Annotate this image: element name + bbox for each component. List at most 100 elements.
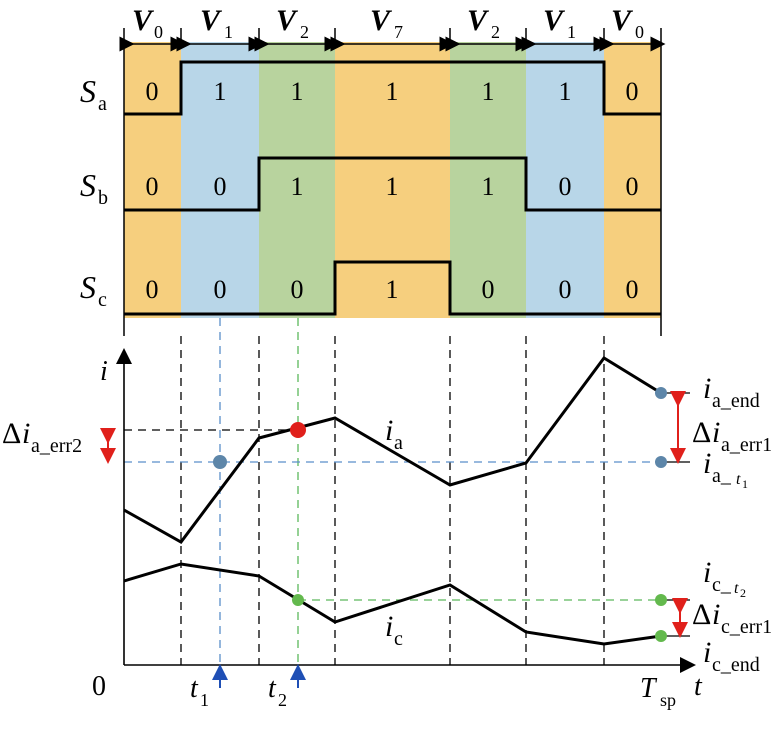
switch-bits: 0 1 1 1 1 1 0 0 0 1 1 1 0 0 0 0 0 1 0 0 … — [146, 77, 639, 304]
vector-sub: 2 — [300, 22, 309, 42]
delta-ia-err2-label: Δ i a_err2 — [2, 417, 82, 457]
markers — [213, 387, 667, 642]
waveform-sa — [124, 60, 661, 116]
ia-t1-end-marker — [655, 456, 667, 468]
svg-text:c: c — [394, 628, 403, 650]
svg-text:a_err2: a_err2 — [31, 435, 82, 457]
svg-text:2: 2 — [278, 690, 287, 710]
vector-header-3: V 7 — [370, 4, 403, 42]
svg-text:Δ: Δ — [2, 417, 21, 450]
ic-t2-end-marker — [655, 594, 667, 606]
svg-text:i: i — [22, 417, 30, 450]
svg-text:0: 0 — [626, 275, 639, 304]
ic-end-label: i c_end — [703, 636, 760, 676]
svg-text:i: i — [703, 447, 711, 480]
vector-name: V — [132, 4, 155, 37]
svg-text:sp: sp — [660, 690, 676, 710]
segment-bg-3 — [335, 42, 450, 318]
segment-bg-6 — [604, 42, 661, 318]
svg-text:0: 0 — [626, 77, 639, 106]
t1-label: t 1 — [190, 673, 209, 710]
x-axis-label: t — [694, 671, 703, 702]
segment-bg-0 — [124, 42, 181, 318]
segment-bg-4 — [450, 42, 526, 318]
ic-t2-marker — [292, 594, 304, 606]
waveform-sc — [124, 260, 661, 316]
ia-t1-label: i a_ t 1 — [703, 447, 748, 491]
svg-text:a_err1: a_err1 — [721, 434, 772, 456]
svg-text:1: 1 — [482, 77, 495, 106]
svg-text:1: 1 — [291, 77, 304, 106]
vector-headers: V 0 V 1 V 2 V 7 V 2 V 1 V 0 — [132, 4, 644, 42]
y-axis-label: i — [100, 356, 108, 387]
ia-peak-marker — [290, 422, 306, 438]
segment-bg-5 — [526, 42, 604, 318]
svg-text:c: c — [98, 289, 107, 311]
switch-label-b: S b — [80, 167, 108, 209]
svg-text:0: 0 — [214, 275, 227, 304]
svg-text:1: 1 — [200, 690, 209, 710]
ic-t2-label: i c_ t 2 — [703, 556, 746, 600]
ia-curve — [123, 356, 662, 544]
current-curves — [123, 356, 662, 646]
svg-text:1: 1 — [742, 477, 748, 491]
vector-header-0: V 0 — [132, 4, 163, 42]
svg-text:a_: a_ — [712, 465, 732, 487]
switch-labels: S a S b S c — [80, 73, 108, 311]
svg-text:0: 0 — [559, 172, 572, 201]
vector-header-1: V 1 — [200, 4, 233, 42]
svg-text:0: 0 — [559, 275, 572, 304]
svg-text:2: 2 — [740, 586, 746, 600]
waveform-sb — [124, 156, 661, 212]
svg-text:t: t — [734, 580, 739, 597]
svg-text:c_end: c_end — [712, 654, 760, 676]
delta-ic-err1-label: Δ i c_err1 — [692, 598, 772, 638]
svg-text:Δ: Δ — [692, 416, 711, 449]
vector-sub: 2 — [491, 22, 500, 42]
svg-text:0: 0 — [291, 275, 304, 304]
origin-label: 0 — [92, 671, 106, 702]
vector-sub: 1 — [567, 22, 576, 42]
svg-text:i: i — [703, 636, 711, 669]
svg-text:a: a — [98, 93, 107, 115]
svg-text:Δ: Δ — [692, 598, 711, 631]
svg-text:0: 0 — [146, 77, 159, 106]
error-arrows — [100, 391, 688, 638]
svg-text:1: 1 — [386, 77, 399, 106]
vector-header-2: V 2 — [276, 4, 309, 42]
time-markers — [212, 664, 306, 688]
svg-text:a_end: a_end — [712, 390, 760, 412]
svg-text:0: 0 — [146, 172, 159, 201]
svg-text:i: i — [703, 556, 711, 589]
ia-curve-label: i a — [385, 414, 403, 454]
t2-label: t 2 — [268, 673, 287, 710]
svg-text:1: 1 — [559, 77, 572, 106]
svg-text:1: 1 — [214, 77, 227, 106]
segment-backgrounds — [124, 42, 661, 318]
guide-lines — [124, 318, 690, 665]
segment-bg-1 — [181, 42, 259, 318]
svg-text:1: 1 — [482, 172, 495, 201]
switch-waveforms — [124, 60, 661, 316]
segment-bg-2 — [259, 42, 335, 318]
svg-text:S: S — [80, 73, 96, 109]
svg-text:0: 0 — [214, 172, 227, 201]
tsp-label: T sp — [640, 673, 676, 710]
vector-sub: 0 — [635, 22, 644, 42]
vector-name: V — [276, 4, 299, 37]
vector-name: V — [543, 4, 566, 37]
svg-text:0: 0 — [626, 172, 639, 201]
ic-curve-label: i c — [385, 610, 403, 650]
svg-text:b: b — [98, 187, 108, 209]
svg-text:i: i — [385, 414, 393, 447]
svg-text:1: 1 — [386, 275, 399, 304]
vector-header-5: V 1 — [543, 4, 576, 42]
svg-text:i: i — [703, 372, 711, 405]
svg-text:S: S — [80, 269, 96, 305]
ic-end-marker — [655, 630, 667, 642]
vector-name: V — [200, 4, 223, 37]
svg-text:0: 0 — [482, 275, 495, 304]
vector-name: V — [611, 4, 634, 37]
vector-sub: 7 — [394, 22, 403, 42]
